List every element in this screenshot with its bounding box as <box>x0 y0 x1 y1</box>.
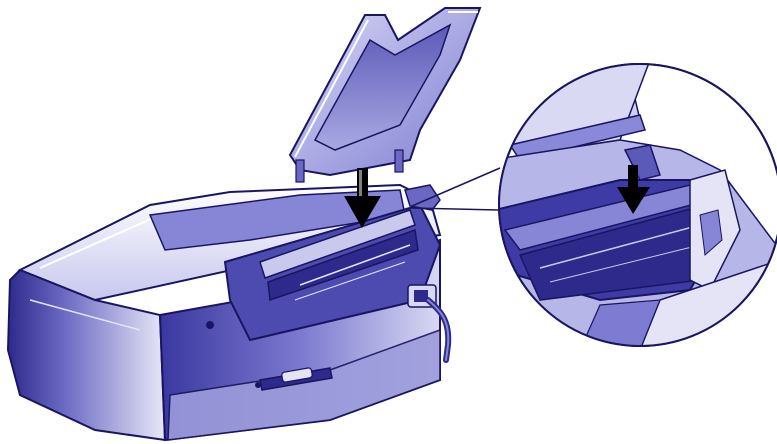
power-cable <box>407 284 452 363</box>
callout-lines <box>411 167 501 211</box>
arrow-down-icon <box>617 165 650 214</box>
paper-support <box>288 7 482 183</box>
arrow-down-icon <box>344 168 381 228</box>
printer-cover <box>148 184 442 342</box>
